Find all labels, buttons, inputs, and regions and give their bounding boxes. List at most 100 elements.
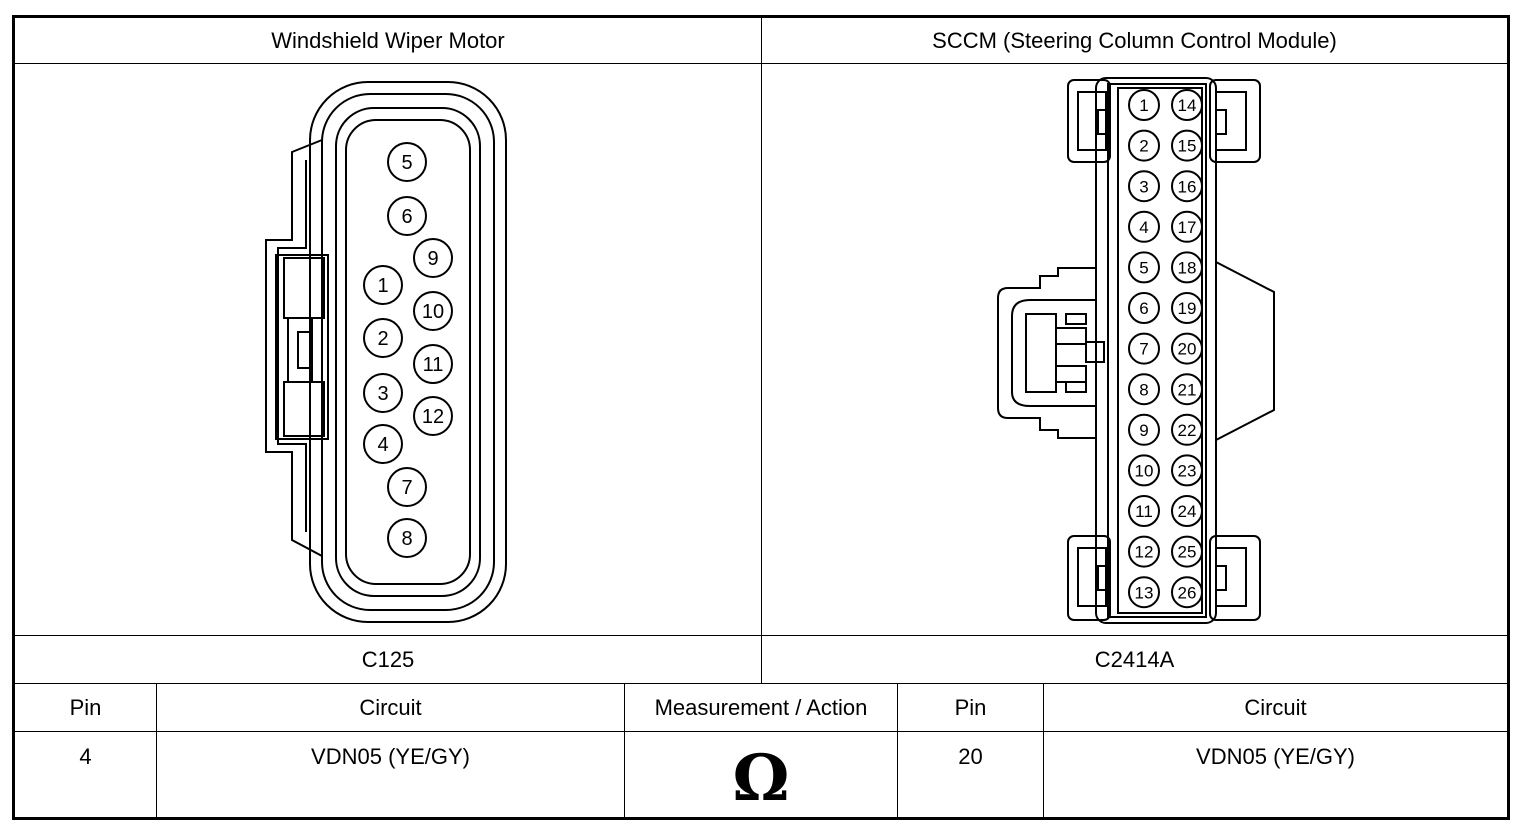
pin-circle	[363, 265, 403, 305]
pin-circle	[1128, 576, 1160, 609]
pin-label: 9	[427, 248, 438, 270]
pin-label: 22	[1178, 421, 1197, 440]
pin-circle	[1128, 413, 1160, 446]
pin-circle	[1128, 251, 1160, 284]
pin-circle	[1171, 576, 1203, 609]
divider	[897, 683, 898, 820]
pin-label: 25	[1178, 543, 1197, 562]
pin-label: 5	[1139, 259, 1148, 278]
pin-label: 8	[401, 528, 412, 550]
pin-label: 15	[1178, 137, 1197, 156]
pin-circle	[1171, 495, 1203, 527]
pin-label: 3	[377, 383, 388, 405]
pin-circle	[1128, 292, 1160, 324]
pin-label: 7	[1139, 340, 1148, 359]
pin-circle	[1128, 495, 1160, 527]
pin-circle	[1171, 251, 1203, 284]
pin-circle	[1171, 373, 1203, 406]
header-pin-b: Pin	[954, 694, 987, 720]
pin-circle	[1171, 332, 1203, 365]
header-circuit-b: Circuit	[1244, 694, 1307, 720]
pin-label: 11	[1135, 502, 1153, 521]
pin-circle	[387, 518, 427, 558]
pin-circle	[413, 344, 453, 384]
pin-label: 3	[1139, 177, 1148, 196]
pin-circle	[1128, 170, 1160, 203]
pin-circle	[1128, 373, 1160, 406]
header-circuit-a: Circuit	[359, 694, 422, 720]
pin-label: 26	[1178, 583, 1197, 602]
sccm-connector-diagram: 1234567891011121314151617181920212223242…	[997, 77, 1275, 624]
pin-label: 19	[1178, 299, 1197, 318]
pin-label: 7	[401, 477, 412, 499]
pin-circle	[413, 291, 453, 331]
pin-label: 12	[1135, 543, 1154, 562]
header-measurement: Measurement / Action	[654, 694, 868, 720]
circuit-b-value: VDN05 (YE/GY)	[1196, 744, 1355, 769]
pin-circle	[363, 318, 403, 358]
connector-id-right: C2414A	[1094, 646, 1175, 672]
pin-label: 2	[377, 328, 388, 350]
pin-label: 10	[422, 301, 444, 323]
pin-label: 4	[1139, 218, 1148, 237]
divider	[761, 15, 762, 684]
pin-circle	[387, 142, 427, 182]
pin-label: 23	[1178, 462, 1197, 481]
pin-label: 11	[423, 354, 444, 376]
connector-id-left: C125	[361, 646, 415, 672]
pin-label: 17	[1178, 218, 1197, 237]
pin-label: 12	[422, 406, 444, 428]
pin-circle	[1171, 535, 1203, 568]
pin-label: 20	[1178, 340, 1197, 359]
pin-label: 21	[1178, 380, 1197, 399]
pin-circle	[1128, 89, 1160, 121]
divider	[624, 683, 625, 820]
pin-circle	[1171, 170, 1203, 203]
pin-label: 2	[1139, 137, 1148, 156]
pin-label: 14	[1178, 96, 1197, 115]
connector-title-left: Windshield Wiper Motor	[271, 27, 505, 53]
pin-circle	[1171, 129, 1203, 162]
pin-circle	[1171, 413, 1203, 446]
divider	[12, 731, 1510, 732]
pin-a-value: 4	[79, 744, 92, 769]
pin-label: 9	[1139, 421, 1148, 440]
header-pin-a: Pin	[69, 694, 102, 720]
pin-label: 8	[1139, 380, 1148, 399]
pin-circle	[1128, 129, 1160, 162]
pin-label: 16	[1178, 177, 1197, 196]
pin-circle	[363, 424, 403, 464]
ohm-icon: Ω	[732, 740, 790, 816]
pin-label: 24	[1178, 502, 1197, 521]
pin-label: 1	[377, 275, 388, 297]
pin-b-value: 20	[958, 744, 983, 769]
pin-circle	[1171, 454, 1203, 487]
pin-label: 4	[377, 434, 388, 456]
pin-circle	[1128, 332, 1160, 365]
pin-circle	[363, 373, 403, 413]
pin-circle	[413, 396, 453, 436]
divider	[156, 683, 157, 820]
pin-circle	[1171, 210, 1203, 243]
pin-circle	[387, 196, 427, 236]
pin-circle	[1128, 535, 1160, 568]
pin-label: 5	[401, 152, 412, 174]
pin-label: 1	[1139, 96, 1148, 115]
circuit-a-value: VDN05 (YE/GY)	[311, 744, 470, 769]
pin-circle	[1171, 292, 1203, 324]
pin-label: 18	[1178, 259, 1197, 278]
pin-circle	[413, 238, 453, 278]
sccm-pin-group: 1234567891011121314151617181920212223242…	[1128, 89, 1203, 609]
pin-label: 13	[1135, 583, 1154, 602]
divider	[1043, 683, 1044, 820]
pin-circle	[387, 467, 427, 507]
pin-circle	[1128, 210, 1160, 243]
pin-circle	[1171, 89, 1203, 121]
connector-title-right: SCCM (Steering Column Control Module)	[932, 27, 1337, 53]
pin-circle	[1128, 454, 1160, 487]
pin-label: 6	[401, 206, 412, 228]
pin-label: 6	[1139, 299, 1148, 318]
pin-label: 10	[1135, 462, 1154, 481]
